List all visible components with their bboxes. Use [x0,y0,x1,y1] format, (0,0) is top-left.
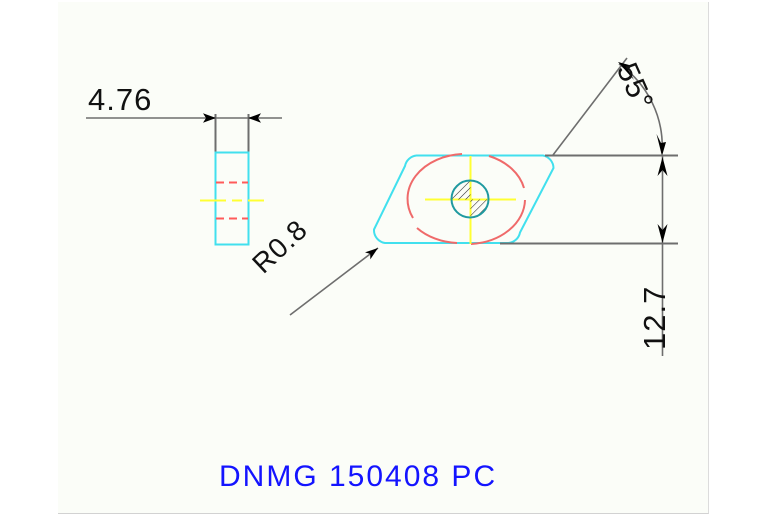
chipbreaker-arc-upper-right [488,155,525,189]
chipbreaker-arc-lower-left [416,227,458,244]
chipbreaker-arc-upper-left [406,153,463,219]
angle-leg-line [552,57,628,156]
side-view-group [86,113,282,246]
arrow-thickness-right [248,113,261,123]
front-view-group [373,153,555,245]
radius-leader-line [289,247,379,316]
side-view-outline [214,151,250,246]
drawing-sheet-panel [58,2,709,514]
clamping-hole-outline [450,179,490,219]
arrow-thickness-left [203,113,216,123]
angle-dimension-group [552,57,666,156]
radius-leader-group [289,247,379,316]
hole-hatch-lower-right [470,199,489,218]
height-dimension-group [500,154,678,356]
arrow-height-top [657,157,668,176]
insert-outline [373,154,555,244]
clamping-hole-group [450,179,490,219]
page-title: DNMG 150408 PC [219,460,498,493]
chipbreaker-arcs [406,153,526,245]
angle-arrow-upper [618,62,634,80]
dimension-label-inscribed-circle: 12.7 [637,285,672,350]
chipbreaker-arc-lower-right [470,199,526,245]
arrow-height-bottom [657,224,668,243]
angle-arrow-lower [656,134,666,156]
dimension-label-thickness: 4.76 [88,82,153,117]
